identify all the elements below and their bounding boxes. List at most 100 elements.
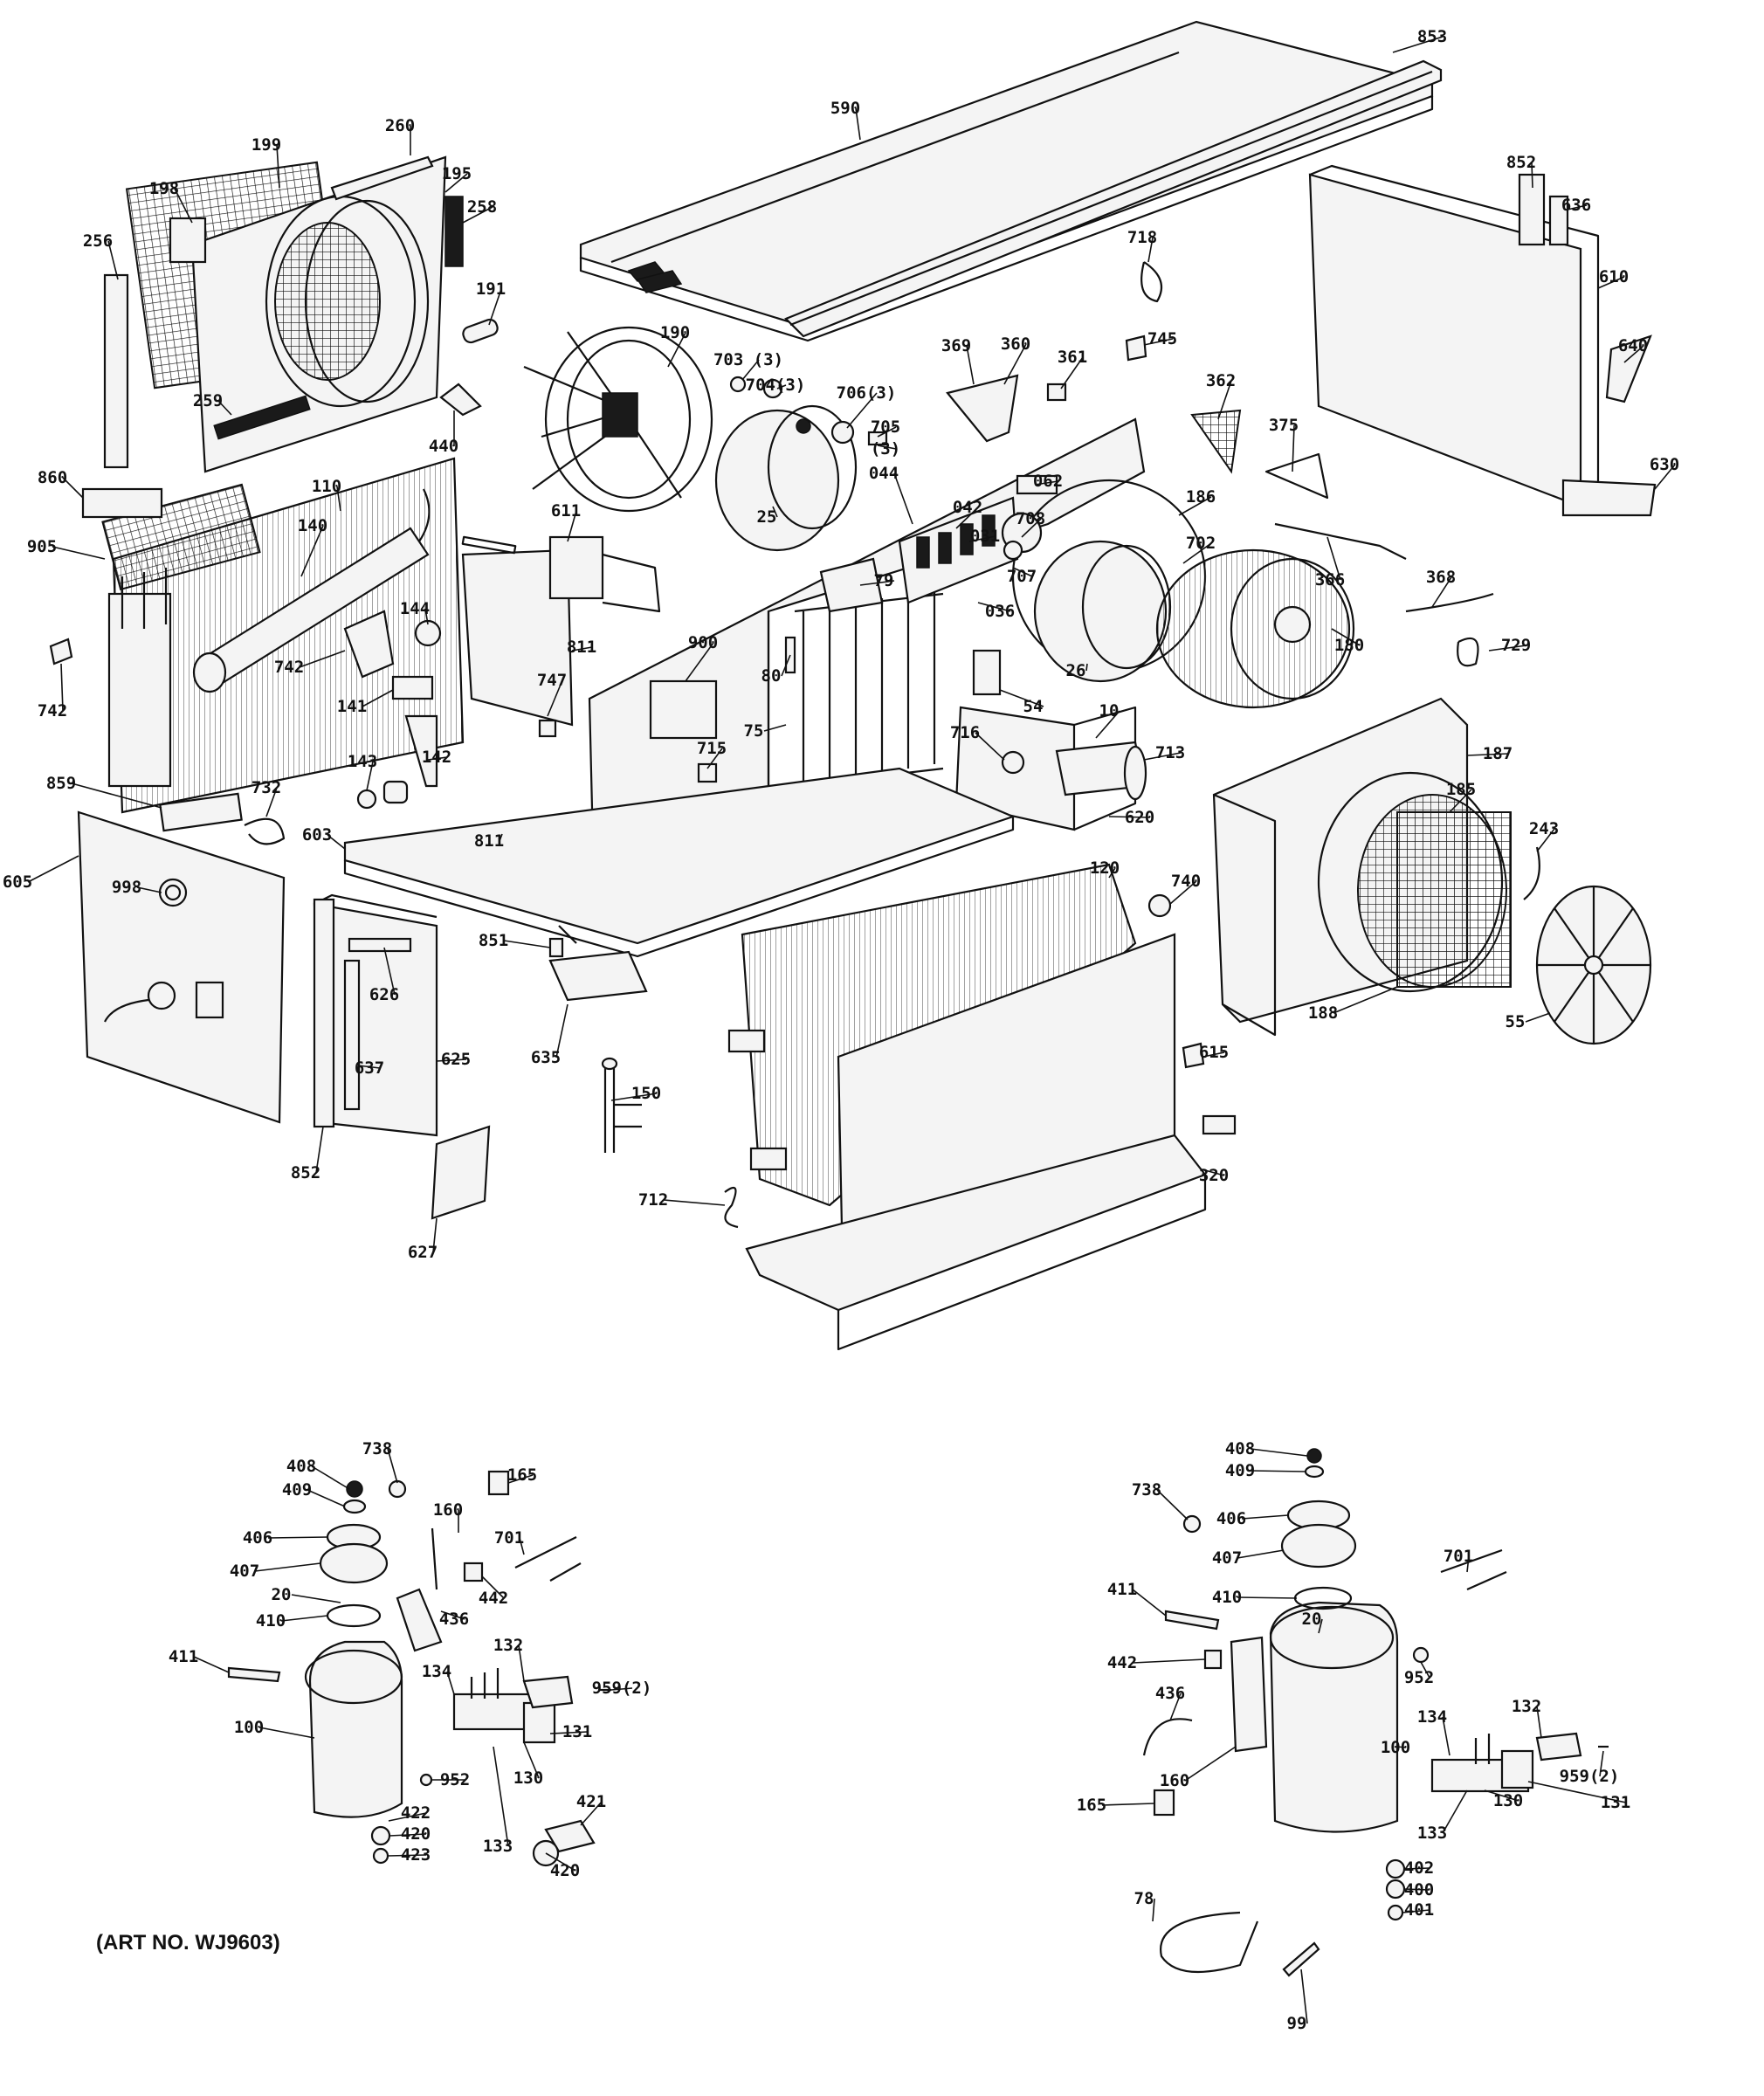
callout-c747: 747 <box>537 671 567 690</box>
callout-c55: 55 <box>1506 1012 1526 1031</box>
leader-c259 <box>217 400 232 416</box>
callout-c031: 031 <box>970 527 1000 546</box>
callout-c705: 705 <box>871 417 900 437</box>
leader-L420a <box>389 1833 427 1837</box>
leader-c180 <box>1331 628 1361 646</box>
leader-c186 <box>1178 496 1212 516</box>
callout-L436: 436 <box>439 1610 469 1629</box>
relay-right-131 <box>1430 1734 1534 1793</box>
callout-L423: 423 <box>401 1845 431 1865</box>
callout-L160: 160 <box>433 1500 463 1520</box>
leader-c732 <box>265 787 278 817</box>
leader-c198 <box>174 188 193 224</box>
leader-c610 <box>1597 276 1625 289</box>
leader-L20 <box>291 1594 341 1603</box>
callout-c366: 366 <box>1315 570 1345 590</box>
leader-c640 <box>1623 345 1644 363</box>
leader-c26 <box>1085 663 1088 672</box>
bracket-198 <box>169 217 207 264</box>
nut-left-408 <box>346 1480 363 1498</box>
leader-c144 <box>424 608 429 625</box>
leader-c716 <box>975 732 1005 761</box>
leader-R99 <box>1300 1968 1308 2024</box>
leader-L409 <box>307 1489 346 1507</box>
callout-c852a: 852 <box>1506 153 1536 172</box>
tube-right-436 <box>1142 1718 1193 1756</box>
callout-L409: 409 <box>282 1480 312 1500</box>
leader-c627 <box>432 1217 438 1253</box>
clip-left-165 <box>487 1470 510 1496</box>
callout-R400: 400 <box>1404 1880 1434 1900</box>
cover-right-407 <box>1280 1523 1357 1569</box>
bracket-900 <box>649 679 718 740</box>
leader-L132 <box>518 1644 525 1682</box>
callout-c603: 603 <box>302 825 332 845</box>
callout-c79: 79 <box>874 571 894 590</box>
leader-c998 <box>136 886 162 893</box>
rail-852 <box>313 898 335 1128</box>
callout-R402: 402 <box>1404 1858 1434 1878</box>
blower-motor-26 <box>1001 512 1172 683</box>
callout-c440: 440 <box>429 437 458 456</box>
leader-c362 <box>1217 380 1232 420</box>
leader-c860 <box>62 477 84 499</box>
leader-R160 <box>1184 1746 1237 1782</box>
leader-L410 <box>280 1615 328 1622</box>
leader-R952 <box>1420 1661 1430 1679</box>
callout-c625: 625 <box>441 1050 471 1069</box>
knob-716 <box>1001 750 1025 775</box>
callout-L411: 411 <box>169 1647 198 1666</box>
callout-L442: 442 <box>479 1589 508 1608</box>
callout-c144: 144 <box>400 599 430 618</box>
leader-R436 <box>1169 1693 1182 1721</box>
leader-R78 <box>1152 1898 1155 1922</box>
callout-c25: 25 <box>757 507 777 527</box>
callout-c610: 610 <box>1599 267 1629 286</box>
leader-c188 <box>1333 986 1398 1014</box>
washer-left-409 <box>342 1499 367 1514</box>
callout-c368: 368 <box>1426 568 1456 587</box>
leader-L436 <box>440 1610 465 1620</box>
leader-R132 <box>1536 1706 1542 1739</box>
leader-L423 <box>387 1854 427 1857</box>
grommet-right-402 <box>1385 1858 1406 1879</box>
seal-256 <box>103 273 129 469</box>
callout-c142: 142 <box>422 748 451 767</box>
block-141 <box>391 675 434 700</box>
leader-c75 <box>763 724 787 732</box>
callout-R410: 410 <box>1212 1588 1242 1607</box>
leader-R701 <box>1466 1555 1470 1573</box>
callout-c258: 258 <box>467 197 497 217</box>
panel-811 <box>461 548 574 727</box>
callout-c062: 062 <box>1033 472 1063 491</box>
callout-c740: 740 <box>1171 872 1201 891</box>
callout-R701: 701 <box>1444 1547 1473 1566</box>
callout-c860: 860 <box>38 468 67 487</box>
callout-R411: 411 <box>1107 1580 1137 1599</box>
callout-c042: 042 <box>953 498 982 517</box>
screw-right-952 <box>1412 1646 1430 1664</box>
callout-c044: 044 <box>869 464 899 483</box>
fan-55 <box>1535 885 1652 1045</box>
capacitor-54 <box>972 649 1002 696</box>
bracket-636 <box>1548 195 1569 246</box>
transformer-611 <box>548 535 661 613</box>
leader-c143 <box>366 761 374 791</box>
washer-704 <box>762 378 783 399</box>
leader-c905 <box>52 546 106 560</box>
grille-panel-199 <box>125 155 447 473</box>
leader-c636 <box>1567 204 1588 210</box>
harness-right-78 <box>1160 1911 1259 1974</box>
leader-c185 <box>1449 789 1472 813</box>
callout-c143: 143 <box>348 752 377 771</box>
callout-c708: 708 <box>1016 509 1045 528</box>
side-panel-605 <box>77 810 286 1124</box>
leader-c742b <box>60 663 64 712</box>
brace-375 <box>1264 452 1329 500</box>
block-860 <box>81 487 163 519</box>
callout-c141: 141 <box>337 697 367 716</box>
callout-c256: 256 <box>83 231 113 251</box>
callout-c703: 703 (3) <box>713 350 783 369</box>
leader-c320 <box>1204 1169 1225 1176</box>
electric-heater-75 <box>794 590 944 788</box>
